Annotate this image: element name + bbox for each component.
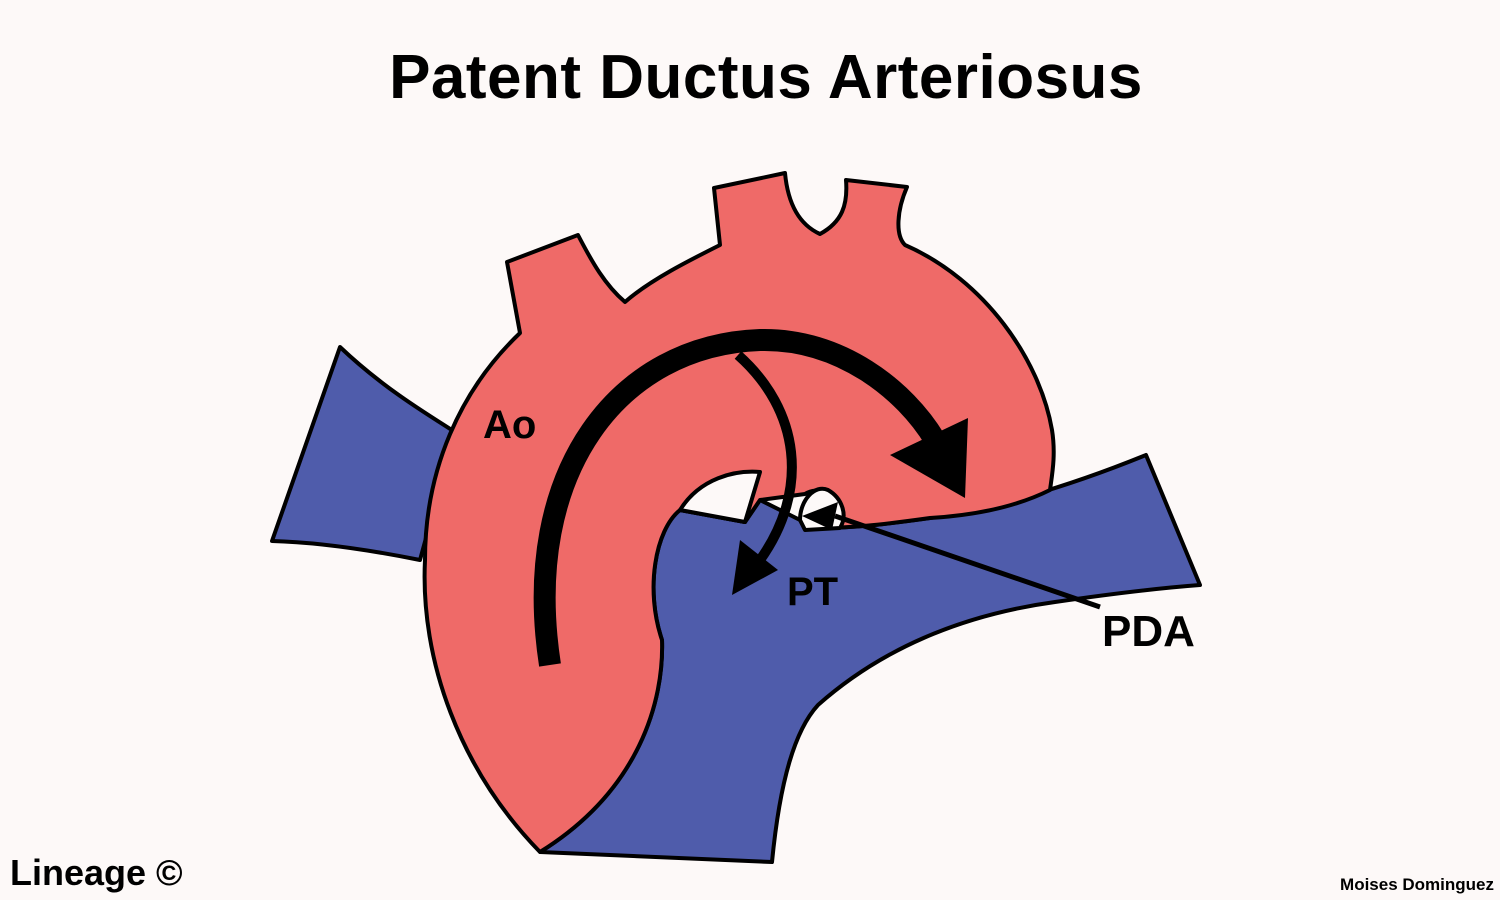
pda-label: PDA [1102,607,1195,656]
pulmonary-trunk-label: PT [787,570,838,614]
brand-watermark: Lineage © [10,852,183,893]
author-credit: Moises Dominguez [1340,875,1494,894]
pulmonary-artery [270,345,457,562]
pda-pointer-arrowhead [802,502,838,530]
aortic-flow-arrow [533,328,945,667]
shunt-flow-arrow [734,351,797,563]
pda-pointer-line [834,513,1101,610]
aorta-label: Ao [483,403,536,447]
page-title: Patent Ductus Arteriosus [389,43,1143,112]
shunt-flow-arrowhead [732,540,778,595]
aortic-flow-arrowhead [890,418,968,498]
arch-window [678,469,762,524]
